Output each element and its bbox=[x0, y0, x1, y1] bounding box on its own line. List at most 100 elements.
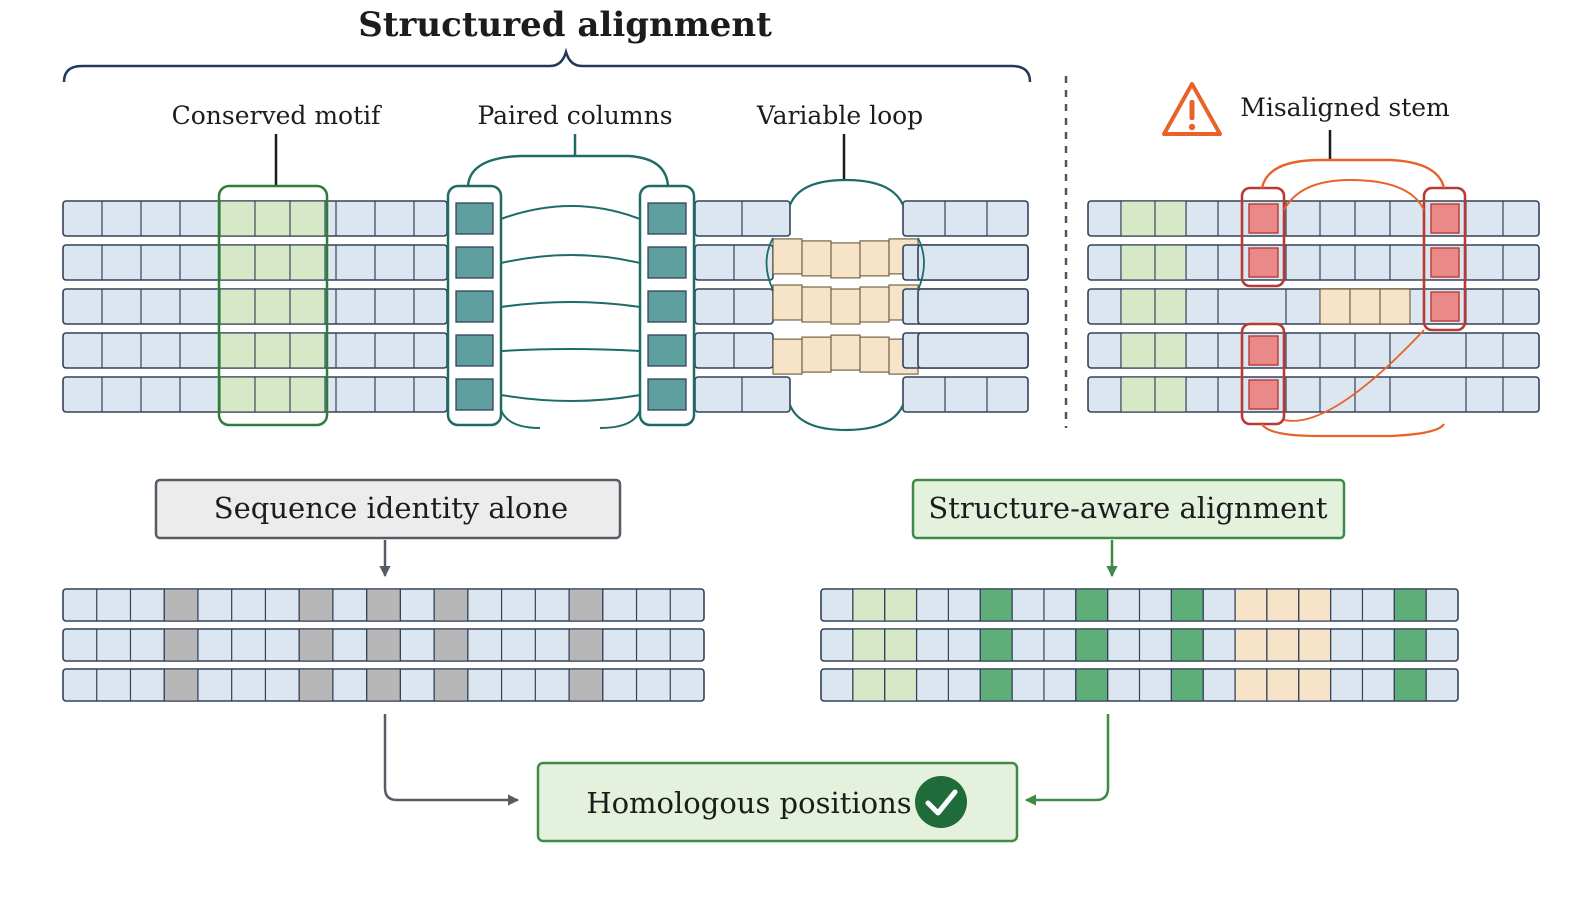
highlight-cell bbox=[1298, 628, 1332, 662]
misaligned-outline-right bbox=[1422, 186, 1467, 332]
misaligned-cell-left bbox=[1248, 335, 1279, 366]
sequence-row-right bbox=[902, 200, 1029, 237]
conserved-motif-label: Conserved motif bbox=[172, 101, 383, 130]
highlight-cell bbox=[1075, 628, 1109, 662]
title-brace bbox=[62, 47, 1032, 83]
pairing-arc-bottom bbox=[599, 409, 641, 429]
motif-cell bbox=[289, 376, 326, 413]
highlight-cell bbox=[1266, 668, 1300, 702]
misaligned-block bbox=[1087, 158, 1540, 438]
motif-cell bbox=[1154, 288, 1187, 325]
loop-cell bbox=[801, 286, 832, 323]
diagram-title: Structured alignment bbox=[358, 5, 772, 45]
structure-alignment bbox=[820, 588, 1459, 702]
highlight-cell bbox=[884, 588, 918, 622]
highlight-cell bbox=[1075, 668, 1109, 702]
highlight-cell bbox=[1075, 588, 1109, 622]
paired-cell-left bbox=[455, 378, 494, 411]
motif-cell bbox=[254, 288, 291, 325]
motif-cell bbox=[289, 244, 326, 281]
pairing-arc bbox=[500, 394, 641, 402]
sequence-row-right bbox=[902, 376, 1029, 413]
motif-cell bbox=[254, 332, 291, 369]
sequence-row-misaligned bbox=[1087, 376, 1540, 413]
highlight-cell bbox=[884, 628, 918, 662]
warning-triangle-icon bbox=[1162, 82, 1222, 136]
loop-cell bbox=[772, 338, 803, 375]
highlight-cell bbox=[1298, 668, 1332, 702]
loop-cell bbox=[1319, 288, 1351, 325]
highlight-cell bbox=[1170, 628, 1204, 662]
loop-cell bbox=[772, 284, 803, 321]
loop-cell bbox=[1349, 288, 1381, 325]
homologous-positions-box bbox=[536, 761, 1019, 843]
highlight-cell bbox=[433, 588, 469, 622]
pairing-arc bbox=[500, 348, 641, 352]
motif-cell bbox=[219, 200, 256, 237]
motif-cell bbox=[1154, 244, 1187, 281]
highlight-cell bbox=[366, 588, 401, 622]
highlight-cell bbox=[568, 628, 604, 662]
sequence-identity-box bbox=[154, 478, 622, 540]
motif-cell bbox=[1154, 376, 1187, 413]
misaligned-cell-right bbox=[1430, 203, 1460, 234]
paired-cell-right bbox=[647, 290, 687, 323]
loop-arc-bottom bbox=[788, 404, 905, 432]
highlight-cell bbox=[1234, 588, 1268, 622]
motif-cell bbox=[219, 332, 256, 369]
paired-cell-right bbox=[647, 378, 687, 411]
paired-cell-right bbox=[647, 334, 687, 367]
misaligned-cell-left bbox=[1248, 203, 1279, 234]
loop-cell bbox=[801, 240, 832, 277]
highlight-cell bbox=[433, 628, 469, 662]
motif-cell bbox=[1120, 332, 1156, 369]
motif-cell bbox=[1120, 376, 1156, 413]
paired-cell-right bbox=[647, 202, 687, 235]
identity-alignment bbox=[62, 588, 705, 702]
motif-cell bbox=[289, 288, 326, 325]
paired-cell-left bbox=[455, 246, 494, 279]
motif-cell bbox=[219, 288, 256, 325]
highlight-cell bbox=[1393, 628, 1427, 662]
highlight-cell bbox=[298, 668, 334, 702]
pairing-arc-bottom bbox=[500, 409, 541, 429]
motif-cell bbox=[1120, 288, 1156, 325]
highlight-cell bbox=[568, 668, 604, 702]
paired-columns-label: Paired columns bbox=[477, 101, 672, 130]
loop-cell bbox=[1379, 288, 1411, 325]
motif-cell bbox=[219, 244, 256, 281]
highlight-cell bbox=[1170, 668, 1204, 702]
motif-cell bbox=[254, 376, 291, 413]
highlight-cell bbox=[298, 628, 334, 662]
pairing-arc bbox=[500, 301, 641, 308]
motif-cell bbox=[254, 244, 291, 281]
motif-cell bbox=[289, 200, 326, 237]
highlight-cell bbox=[979, 628, 1013, 662]
sequence-row-right bbox=[917, 288, 1029, 325]
misaligned-cell-left bbox=[1248, 247, 1279, 278]
misaligned-cell-left bbox=[1248, 379, 1279, 410]
motif-outline bbox=[217, 184, 329, 427]
check-circle-icon bbox=[915, 776, 967, 828]
misaligned-arc-inner bbox=[1283, 178, 1425, 211]
pairing-arc bbox=[500, 205, 641, 220]
paired-cell-left bbox=[455, 290, 494, 323]
misaligned-cell-right bbox=[1430, 291, 1460, 322]
structure-aware-label: Structure-aware alignment bbox=[928, 491, 1328, 525]
sequence-row-misaligned bbox=[1087, 200, 1540, 237]
misaligned-arc-cross bbox=[1283, 329, 1425, 422]
loop-cell bbox=[830, 334, 861, 371]
highlight-cell bbox=[1266, 628, 1300, 662]
highlight-cell bbox=[1266, 588, 1300, 622]
sequence-row-misaligned bbox=[1087, 244, 1540, 281]
highlight-cell bbox=[1234, 668, 1268, 702]
paired-cell-left bbox=[455, 202, 494, 235]
loop-cell bbox=[830, 288, 861, 325]
misaligned-arc-top bbox=[1260, 158, 1446, 189]
variable-loop-label: Variable loop bbox=[756, 101, 923, 130]
loop-side-arc bbox=[917, 237, 925, 291]
sequence-row-right bbox=[917, 244, 1029, 281]
highlight-cell bbox=[298, 588, 334, 622]
highlight-cell bbox=[1393, 668, 1427, 702]
highlight-cell bbox=[163, 668, 199, 702]
